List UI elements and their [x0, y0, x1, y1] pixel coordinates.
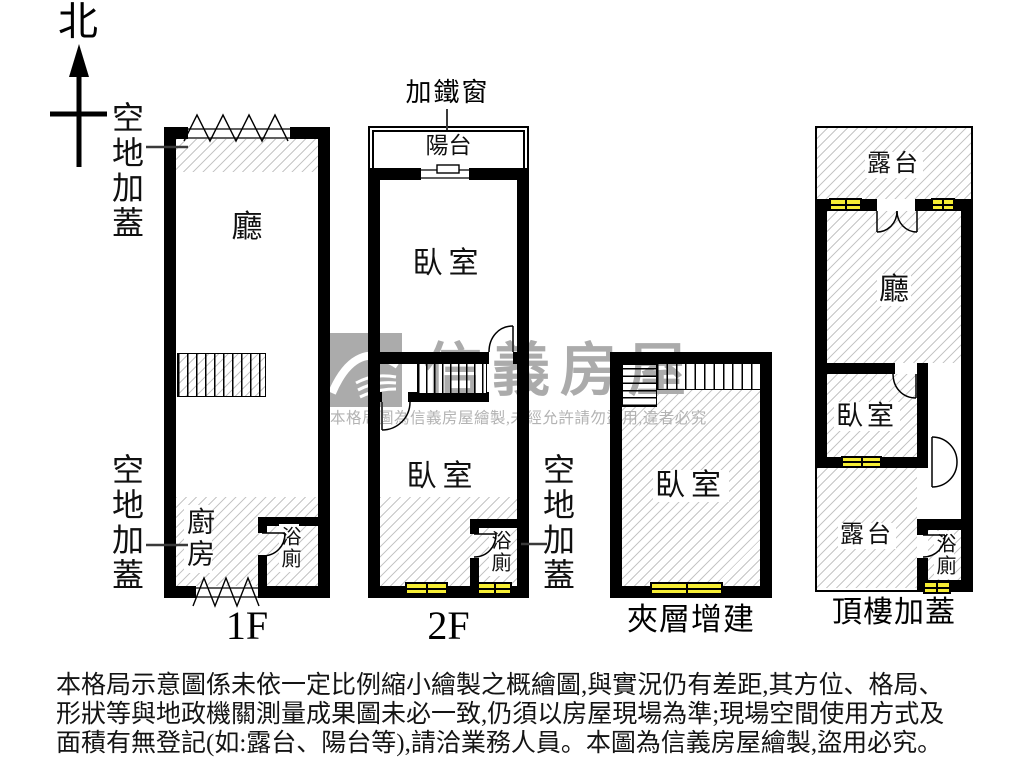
- iron-window-label: 加鐵窗: [405, 78, 490, 107]
- railing-mezzanine: [657, 364, 760, 390]
- north-arrow: [50, 44, 107, 167]
- plan-2f-balcony-inner-line: [372, 130, 525, 170]
- wall-2f-stair-bottom: [412, 392, 489, 402]
- window-marker-rooftop-top-right: [931, 198, 955, 211]
- floor-label-rooftop: 頂樓加蓋: [832, 596, 956, 629]
- room-label-rooftop-living: 廳: [877, 273, 911, 307]
- room-label-2f-bedroom-upper: 臥室: [410, 247, 487, 281]
- room-label-rooftop-terrace-top: 露台: [865, 151, 923, 178]
- wall-2f-bath-side-a: [470, 519, 479, 534]
- wall-1f-bath-side-a: [258, 517, 267, 533]
- disclaimer-line-3: 面積有無登記(如:露台、陽台等),請洽業務人員。本圖為信義房屋繪製,盜用必究。: [56, 730, 943, 757]
- plan-1f-bottom-wall-opening: [196, 586, 258, 598]
- room-label-2f-balcony: 陽台: [423, 133, 474, 159]
- room-label-rooftop-bedroom: 臥室: [834, 401, 900, 432]
- stairs-mezzanine: [622, 364, 657, 407]
- stairs-1f: [177, 353, 266, 397]
- room-label-2f-bath: 浴廁: [488, 528, 510, 576]
- vacant-cover-label-right: 空地加蓋: [539, 453, 575, 593]
- disclaimer-line-1: 本格局示意圖係未依一定比例縮小繪製之概繪圖,與實況仍有差距,其方位、格局、: [56, 672, 944, 699]
- floor-label-mezzanine: 夾層增建: [627, 602, 755, 637]
- wall-rooftop-left: [815, 199, 827, 468]
- vacant-cover-label-top-left: 空地加蓋: [108, 101, 144, 241]
- wall-2f-mid-right: [513, 352, 517, 364]
- wall-2f-bath-side-b: [470, 558, 479, 586]
- wall-rooftop-right: [961, 199, 973, 592]
- window-marker-2f-right: [477, 582, 512, 595]
- plan-1f-top-wall-opening: [188, 127, 290, 139]
- wall-1f-bath-side-b: [258, 555, 267, 586]
- wall-2f-mid: [380, 352, 489, 364]
- room-label-1f-bath: 浴廁: [278, 524, 300, 572]
- floor-label-2f: 2F: [427, 603, 470, 648]
- rooftop-doorway-gap: [877, 199, 915, 211]
- window-marker-rooftop-top-left: [829, 198, 862, 211]
- disclaimer-text: 本格局示意圖係未依一定比例縮小繪製之概繪圖,與實況仍有差距,其方位、格局、 形狀…: [56, 671, 996, 758]
- floor-label-1f: 1F: [225, 603, 269, 648]
- wall-1f-bath-top: [258, 517, 318, 526]
- room-label-rooftop-bath: 浴廁: [933, 531, 955, 579]
- room-label-1f-kitchen: 廚房: [183, 505, 214, 573]
- plan-1f-top-hatch: [176, 139, 318, 172]
- north-label: 北: [58, 0, 98, 44]
- window-marker-2f-left: [405, 582, 448, 595]
- wall-2f-bath-top: [470, 519, 517, 528]
- wall-rooftop-bath-side-a: [917, 530, 928, 535]
- rooftop-terrace-top-hatch: [817, 128, 971, 199]
- room-label-mezzanine-bedroom: 臥室: [653, 469, 729, 503]
- room-label-rooftop-terrace-bottom: 露台: [838, 522, 896, 549]
- plan-mezzanine-outline: [610, 352, 772, 598]
- wall-rooftop-bath-side-b: [917, 558, 928, 582]
- disclaimer-line-2: 形狀等與地政機關測量成果圖未必一致,仍須以房屋現場為準;現場空間使用方式及: [56, 701, 945, 728]
- plan-2f-top-wall-opening: [420, 168, 470, 180]
- vacant-cover-label-bottom-left: 空地加蓋: [108, 453, 144, 593]
- window-marker-mezzanine: [650, 582, 723, 595]
- room-label-2f-bedroom-lower: 臥室: [404, 460, 481, 494]
- window-marker-rooftop-bath: [923, 581, 951, 594]
- room-label-1f-living: 廳: [229, 209, 265, 244]
- wall-rooftop-bath-top: [917, 519, 961, 530]
- wall-rooftop-bedroom-top: [827, 363, 895, 374]
- window-marker-rooftop-bedroom: [841, 456, 882, 468]
- stairs-2f: [417, 364, 487, 393]
- wall-rooftop-bedroom-side: [917, 363, 928, 468]
